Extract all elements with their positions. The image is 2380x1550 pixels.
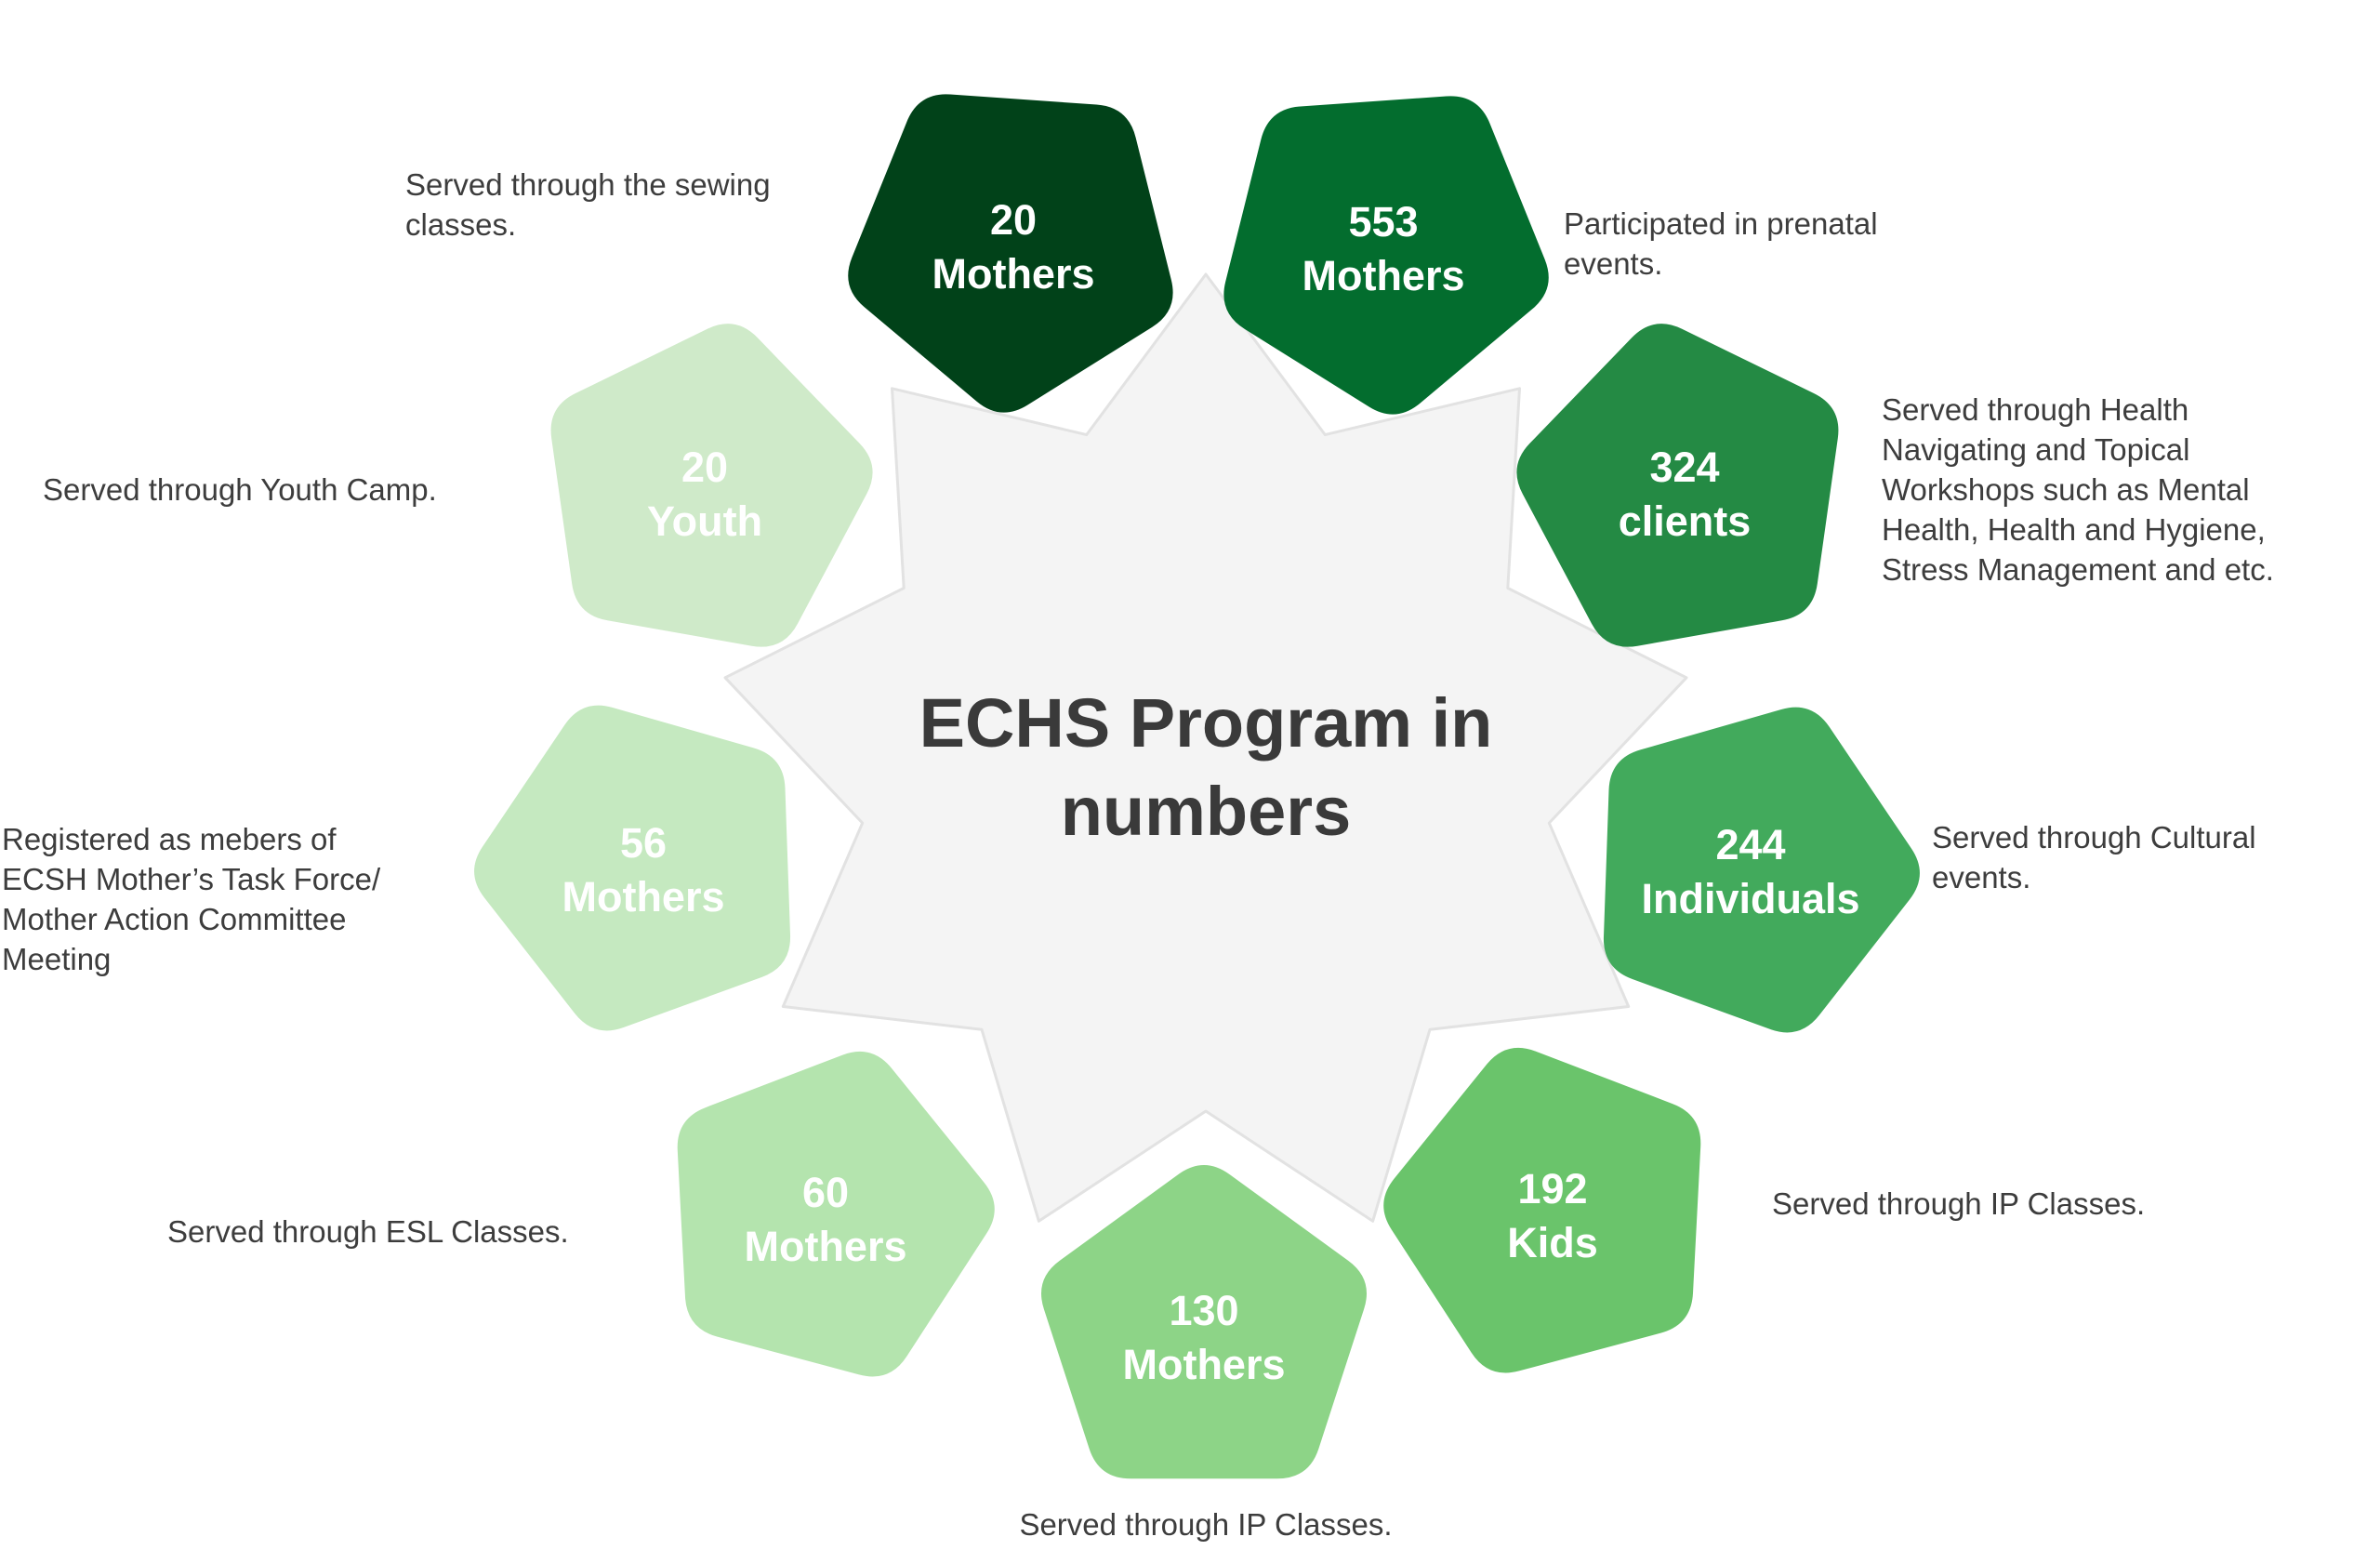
stat-unit: Mothers <box>1302 252 1464 299</box>
stat-unit: Youth <box>647 497 762 545</box>
description-line: Participated in prenatal <box>1564 206 1878 241</box>
stat-number: 324 <box>1649 444 1719 491</box>
center-star-shape <box>723 272 1688 1223</box>
description-line: Health, Health and Hygiene, <box>1882 512 2266 547</box>
description-labels-layer: Served through the sewing classes. Partici… <box>2 167 2274 1542</box>
stat-unit: Kids <box>1507 1219 1598 1266</box>
stat-number: 56 <box>620 819 667 867</box>
stat-unit: Mothers <box>744 1223 906 1270</box>
stat-description-9: Served through Youth Camp. <box>43 472 437 507</box>
stat-number: 244 <box>1715 821 1785 868</box>
stat-pentagon-3: 324 clients <box>1516 324 1839 647</box>
stat-number: 553 <box>1348 198 1418 245</box>
stat-pentagon-shape <box>1040 1165 1368 1479</box>
description-line: Meeting <box>2 942 111 976</box>
stat-unit: Individuals <box>1641 875 1859 922</box>
stat-description-4: Served through Cultural events. <box>1932 820 2256 894</box>
stat-number: 20 <box>990 196 1037 244</box>
description-line: Served through Cultural <box>1932 820 2256 854</box>
stat-pentagon-shape <box>1603 707 1920 1033</box>
description-line: Served through the sewing <box>405 167 771 202</box>
center-title: ECHS Program in numbers <box>919 684 1493 850</box>
stat-unit: Mothers <box>1122 1341 1285 1388</box>
description-line: Stress Management and etc. <box>1882 552 2274 587</box>
description-line: Served through IP Classes. <box>1772 1186 2145 1221</box>
stat-description-2: Participated in prenatal events. <box>1564 206 1878 281</box>
stat-description-8: Registered as mebers of ECSH Mother’s Tas… <box>2 822 381 976</box>
stat-unit: Mothers <box>562 873 724 921</box>
stat-number: 192 <box>1517 1165 1587 1212</box>
stat-pentagons-layer: 20Mothers553Mothers324clients244Individu… <box>474 94 1920 1479</box>
description-line: Mother Action Committee <box>2 902 346 936</box>
stat-description-7: Served through ESL Classes. <box>167 1214 569 1249</box>
stat-pentagon-shape <box>848 94 1173 413</box>
stat-unit: Mothers <box>932 250 1094 298</box>
stat-number: 130 <box>1169 1287 1238 1334</box>
stat-number: 20 <box>681 444 728 491</box>
stat-description-5: Served through IP Classes. <box>1772 1186 2145 1221</box>
description-line: Navigating and Topical <box>1882 432 2189 467</box>
description-line: Registered as mebers of <box>2 822 337 856</box>
stat-pentagon-shape <box>677 1051 995 1377</box>
center-star-layer <box>723 272 1688 1223</box>
description-line: events. <box>1564 246 1662 281</box>
stat-description-1: Served through the sewing classes. <box>405 167 771 242</box>
description-line: Served through Youth Camp. <box>43 472 437 507</box>
title-line-1: ECHS Program in <box>919 684 1493 762</box>
stat-pentagon-shape <box>550 324 873 647</box>
stat-pentagon-shape <box>1383 1047 1701 1373</box>
description-line: ECSH Mother’s Task Force/ <box>2 862 381 896</box>
description-line: Served through Health <box>1882 392 2188 427</box>
description-line: classes. <box>405 207 516 242</box>
stat-pentagon-shape <box>1223 96 1549 415</box>
stat-pentagon-shape <box>1516 324 1839 647</box>
stat-number: 60 <box>802 1169 849 1216</box>
description-line: Served through IP Classes. <box>1019 1507 1392 1542</box>
description-line: events. <box>1932 860 2030 894</box>
stat-pentagon-shape <box>474 705 791 1031</box>
title-line-2: numbers <box>1061 773 1352 850</box>
description-line: Workshops such as Mental <box>1882 472 2250 507</box>
stat-description-6: Served through IP Classes. <box>1019 1507 1392 1542</box>
description-line: Served through ESL Classes. <box>167 1214 569 1249</box>
stat-unit: clients <box>1619 497 1752 545</box>
